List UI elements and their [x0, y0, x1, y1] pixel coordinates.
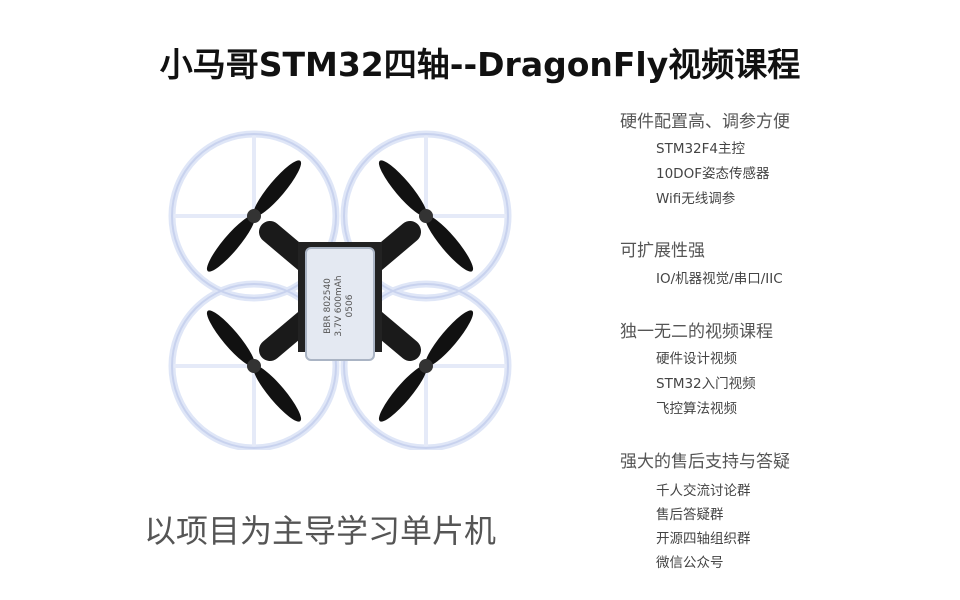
feature-item: 飞控算法视频	[656, 401, 737, 417]
feature-heading: 硬件配置高、调参方便	[620, 112, 790, 132]
feature-item: 千人交流讨论群	[656, 483, 751, 499]
battery	[305, 247, 375, 361]
feature-heading: 强大的售后支持与答疑	[620, 452, 790, 472]
page-title: 小马哥STM32四轴--DragonFly视频课程	[159, 45, 801, 84]
battery-label: 0506	[345, 294, 355, 317]
feature-item: 开源四轴组织群	[656, 531, 751, 547]
feature-item: 微信公众号	[656, 555, 724, 571]
quadcopter-image: BBR 802540 3.7V 600mAh 0506	[168, 130, 512, 450]
battery-label: 3.7V 600mAh	[334, 275, 344, 336]
feature-item: 10DOF姿态传感器	[656, 166, 770, 182]
slogan: 以项目为主导学习单片机	[144, 512, 497, 550]
feature-item: 硬件设计视频	[656, 351, 737, 367]
feature-heading: 可扩展性强	[620, 241, 705, 261]
feature-item: Wifi无线调参	[656, 191, 736, 207]
feature-item: STM32入门视频	[656, 376, 756, 392]
battery-label: BBR 802540	[323, 278, 333, 334]
feature-item: STM32F4主控	[656, 141, 745, 157]
feature-item: 售后答疑群	[656, 507, 724, 523]
feature-item: IO/机器视觉/串口/IIC	[656, 271, 783, 287]
feature-heading: 独一无二的视频课程	[620, 322, 773, 342]
